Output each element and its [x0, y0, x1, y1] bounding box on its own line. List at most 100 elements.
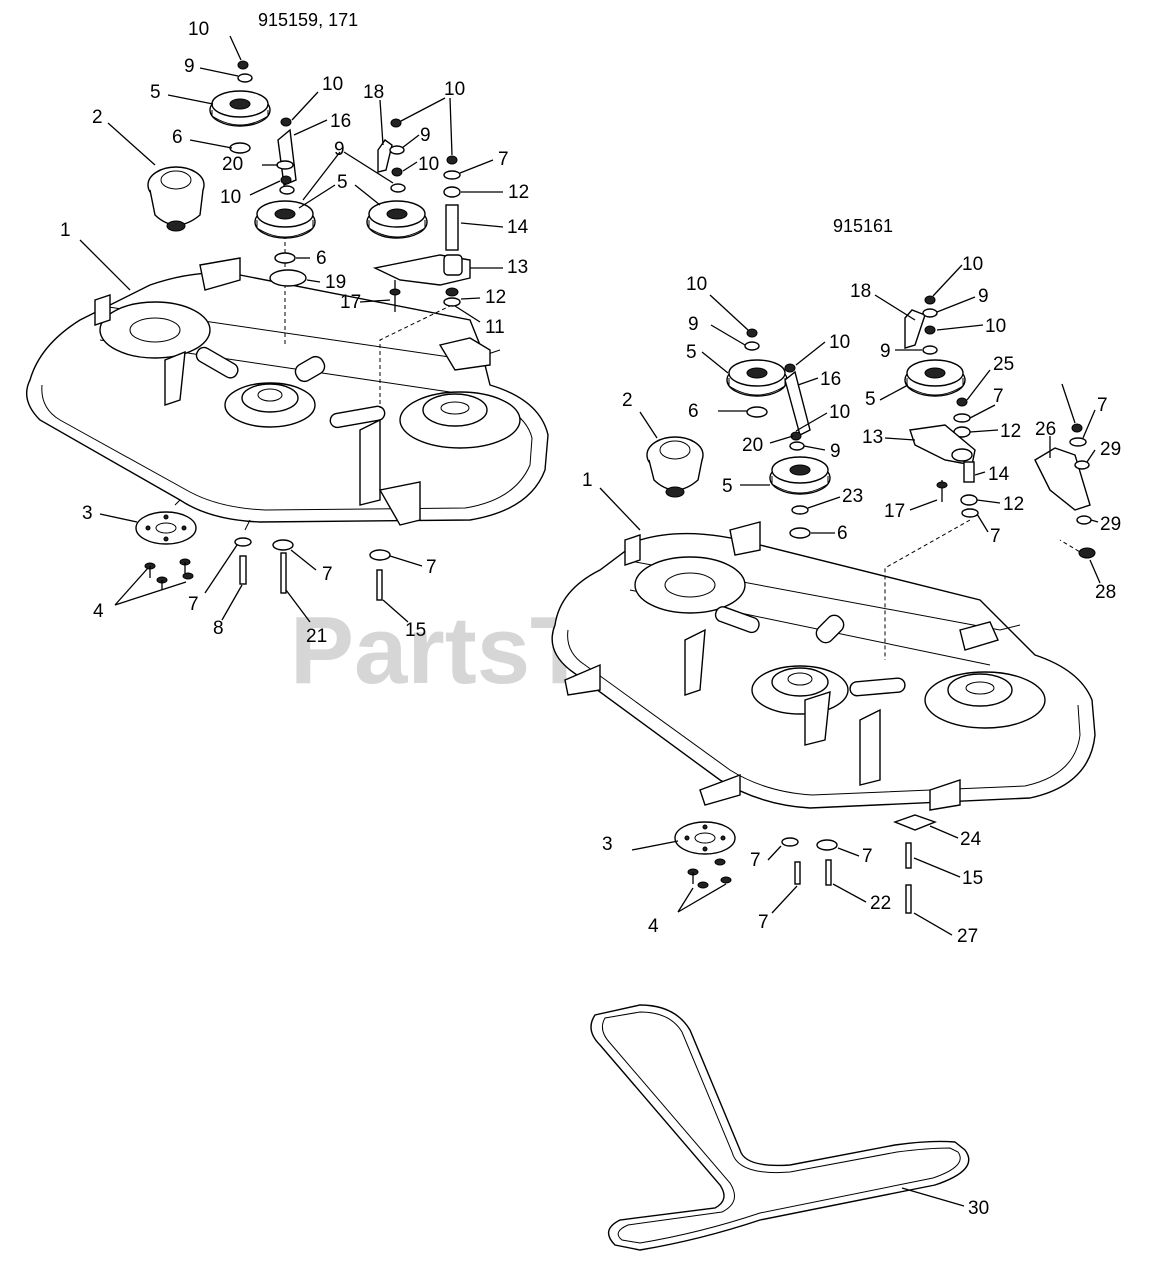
callout-left-2[interactable]: 2: [92, 107, 103, 128]
bolt-15-left[interactable]: [376, 569, 383, 601]
callout-left-10c[interactable]: 10: [322, 74, 343, 95]
drive-belt-30[interactable]: [590, 1004, 970, 1251]
callout-left-12a[interactable]: 12: [508, 182, 529, 203]
callout-left-18[interactable]: 18: [363, 82, 384, 103]
idler-arm-18-left[interactable]: [377, 139, 393, 173]
callout-right-12a[interactable]: 12: [1000, 421, 1021, 442]
idler-arm-16-left[interactable]: [277, 128, 297, 186]
callout-right-22[interactable]: 22: [870, 893, 891, 914]
callout-left-15[interactable]: 15: [405, 620, 426, 641]
callout-left-10a[interactable]: 10: [188, 19, 209, 40]
callout-left-5a[interactable]: 5: [150, 82, 161, 103]
callout-right-7c[interactable]: 7: [990, 526, 1001, 547]
callout-left-20[interactable]: 20: [222, 154, 243, 175]
idler-arm-18-right[interactable]: [904, 309, 926, 349]
callout-left-17[interactable]: 17: [340, 292, 361, 313]
bolt-15-right[interactable]: [905, 842, 912, 869]
callout-right-1[interactable]: 1: [582, 470, 593, 491]
screws-4-left[interactable]: [144, 558, 194, 590]
washer-9-left-a[interactable]: [237, 73, 253, 83]
callout-left-21[interactable]: 21: [306, 626, 327, 647]
callout-left-4[interactable]: 4: [93, 601, 104, 622]
callout-right-20[interactable]: 20: [742, 435, 763, 456]
callout-right-7a[interactable]: 7: [993, 386, 1004, 407]
bolt-27-right[interactable]: [905, 884, 912, 914]
callout-right-18[interactable]: 18: [850, 281, 871, 302]
callout-right-16[interactable]: 16: [820, 369, 841, 390]
washer-7-right-d[interactable]: [781, 837, 799, 847]
callout-right-9b[interactable]: 9: [688, 314, 699, 335]
pulley-5-middle-right[interactable]: [366, 200, 428, 239]
callout-left-7a[interactable]: 7: [498, 149, 509, 170]
callout-left-5b[interactable]: 5: [337, 172, 348, 193]
callout-left-10b[interactable]: 10: [220, 187, 241, 208]
callout-left-16[interactable]: 16: [330, 111, 351, 132]
callout-right-12b[interactable]: 12: [1003, 494, 1024, 515]
callout-right-13[interactable]: 13: [862, 427, 883, 448]
callout-left-13[interactable]: 13: [507, 257, 528, 278]
bearing-plate-3-right[interactable]: [674, 821, 736, 855]
callout-left-11[interactable]: 11: [485, 317, 505, 338]
callout-right-5b[interactable]: 5: [865, 389, 876, 410]
callout-left-14[interactable]: 14: [507, 217, 529, 238]
callout-left-6a[interactable]: 6: [172, 127, 183, 148]
callout-left-10e[interactable]: 10: [418, 154, 439, 175]
spacer-14-left[interactable]: [445, 204, 459, 251]
callout-right-2[interactable]: 2: [622, 390, 633, 411]
callout-right-7f[interactable]: 7: [758, 912, 769, 933]
callout-right-24[interactable]: 24: [960, 829, 982, 850]
callout-right-28[interactable]: 28: [1095, 582, 1116, 603]
bolt-21-left[interactable]: [280, 552, 287, 594]
callout-right-30[interactable]: 30: [968, 1198, 989, 1219]
bolt-8-left[interactable]: [239, 555, 247, 585]
callout-left-6b[interactable]: 6: [316, 248, 327, 269]
nut-28-right[interactable]: [1078, 547, 1096, 559]
callout-left-19[interactable]: 19: [325, 272, 346, 293]
washer-7-left-b[interactable]: [234, 537, 252, 547]
pulley-5-lower-right[interactable]: [769, 456, 831, 495]
callout-right-10a[interactable]: 10: [962, 254, 983, 275]
callout-left-10d[interactable]: 10: [444, 79, 465, 100]
callout-left-7d[interactable]: 7: [426, 557, 437, 578]
callout-right-23[interactable]: 23: [842, 486, 863, 507]
bearing-plate-3-left[interactable]: [135, 511, 197, 545]
pulley-5-middle-left[interactable]: [254, 200, 316, 239]
washer-7-right-e[interactable]: [816, 839, 838, 851]
callout-right-10d[interactable]: 10: [829, 332, 850, 353]
plate-24-right[interactable]: [893, 814, 937, 831]
callout-right-3[interactable]: 3: [602, 834, 613, 855]
idler-pulley-2-left[interactable]: [147, 166, 205, 232]
callout-right-10e[interactable]: 10: [829, 402, 850, 423]
callout-left-8[interactable]: 8: [213, 618, 224, 639]
callout-right-10c[interactable]: 10: [985, 316, 1006, 337]
callout-right-6a[interactable]: 6: [688, 401, 699, 422]
bracket-26-right[interactable]: [1034, 447, 1091, 511]
pulley-5-top-right-a[interactable]: [726, 359, 788, 397]
bolt-7-right-f[interactable]: [794, 861, 801, 885]
callout-right-9a[interactable]: 9: [978, 286, 989, 307]
callout-right-6b[interactable]: 6: [837, 523, 848, 544]
callout-left-9b[interactable]: 9: [334, 139, 345, 160]
callout-right-9d[interactable]: 9: [830, 441, 841, 462]
screws-4-right[interactable]: [687, 858, 732, 889]
callout-left-9c[interactable]: 9: [420, 125, 431, 146]
spacer-6-left-a[interactable]: [229, 142, 251, 154]
idler-arm-16-right[interactable]: [784, 370, 811, 437]
callout-right-4[interactable]: 4: [648, 916, 659, 937]
callout-left-12b[interactable]: 12: [485, 287, 506, 308]
callout-right-5a[interactable]: 5: [686, 342, 697, 363]
pulley-5-top-right-b[interactable]: [904, 359, 966, 397]
callout-right-26[interactable]: 26: [1035, 419, 1056, 440]
callout-left-9a[interactable]: 9: [184, 56, 195, 77]
callout-left-1[interactable]: 1: [60, 220, 71, 241]
callout-right-7b[interactable]: 7: [1097, 395, 1108, 416]
washer-7-left-d[interactable]: [369, 549, 391, 561]
idler-pulley-2-right[interactable]: [646, 436, 704, 498]
callout-right-29b[interactable]: 29: [1100, 514, 1121, 535]
callout-right-27[interactable]: 27: [957, 926, 978, 947]
callout-left-3[interactable]: 3: [82, 503, 93, 524]
callout-left-7b[interactable]: 7: [188, 594, 199, 615]
pulley-5-top-left[interactable]: [209, 90, 271, 127]
washer-7-left-c[interactable]: [272, 539, 294, 551]
callout-right-10b[interactable]: 10: [686, 274, 707, 295]
